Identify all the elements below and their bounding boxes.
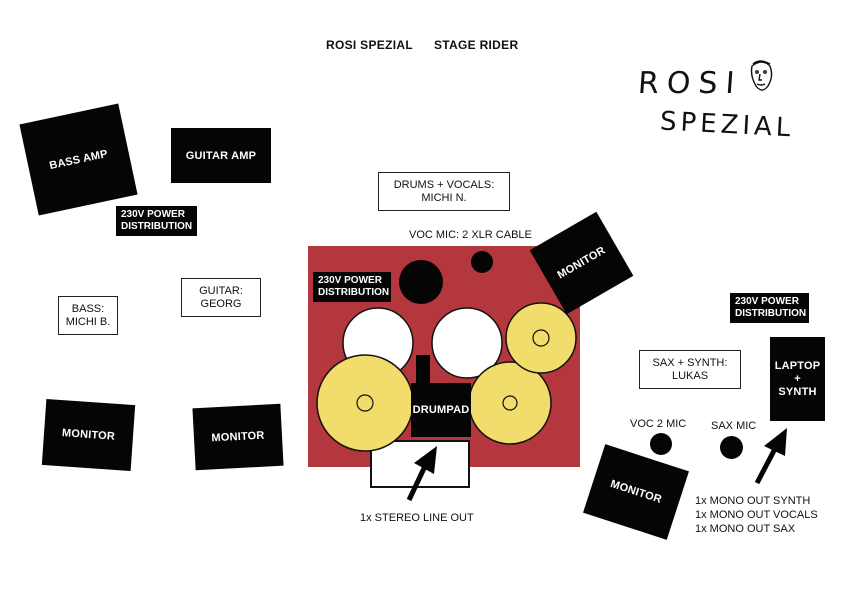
arrow-up-right-icon: [754, 428, 787, 485]
label-sax-role: SAX + SYNTH:: [652, 356, 728, 369]
power-center-line2: DISTRIBUTION: [318, 287, 390, 298]
power-distribution-center: 230V POWER DISTRIBUTION: [313, 272, 391, 302]
label-guitar: GUITAR: GEORG: [181, 278, 261, 317]
label-drums-role: DRUMS + VOCALS:: [393, 178, 495, 191]
laptop-label-line2: SYNTH: [778, 385, 817, 398]
label-drums: DRUMS + VOCALS: MICHI N.: [378, 172, 510, 211]
cymbal-top-right: [505, 302, 577, 374]
label-bass-name: MICHI B.: [65, 315, 111, 328]
label-guitar-name: GEORG: [200, 297, 242, 310]
monitor-bass: MONITOR: [41, 398, 136, 472]
label-guitar-role: GUITAR:: [199, 284, 243, 297]
sax-mic-label: SAX MIC: [711, 420, 757, 432]
cymbal-left: [316, 354, 414, 452]
monitor-guitar: MONITOR: [192, 403, 284, 471]
kick-drum-mic: [399, 260, 443, 304]
power-right-line2: DISTRIBUTION: [735, 308, 807, 319]
small-mic: [471, 251, 493, 273]
drumpad: DRUMPAD: [411, 383, 471, 437]
tom-right: [431, 307, 503, 379]
laptop-synth: LAPTOP + SYNTH: [770, 337, 825, 421]
laptop-label-line1: LAPTOP +: [774, 359, 821, 385]
cymbal-right: [468, 361, 552, 445]
voc2-mic-label: VOC 2 MIC: [630, 418, 687, 430]
cymbal-top-right-center: [532, 329, 550, 347]
label-bass: BASS: MICHI B.: [58, 296, 118, 335]
voc-mic-note: VOC MIC: 2 XLR CABLE: [409, 229, 532, 241]
label-bass-role: BASS:: [71, 302, 105, 315]
guitar-amp: GUITAR AMP: [171, 128, 271, 183]
outputs-line-1: 1x MONO OUT SYNTH: [695, 495, 811, 507]
cymbal-left-center: [356, 394, 374, 412]
arrow-up-right-icon: [406, 446, 437, 502]
doc-title: STAGE RIDER: [434, 38, 519, 52]
voc2-mic-dot: [650, 433, 672, 455]
power-center-line1: 230V POWER: [318, 275, 382, 286]
line-out-note: 1x STEREO LINE OUT: [360, 512, 474, 524]
drumpad-stand: [416, 355, 430, 385]
label-drums-name: MICHI N.: [421, 191, 467, 204]
cymbal-right-center: [502, 395, 518, 411]
power-right-line1: 230V POWER: [735, 296, 799, 307]
label-sax: SAX + SYNTH: LUKAS: [639, 350, 741, 389]
sax-mic-dot: [720, 436, 743, 459]
power-distribution-right: 230V POWER DISTRIBUTION: [730, 293, 809, 323]
power-left-line2: DISTRIBUTION: [121, 221, 193, 232]
power-distribution-left: 230V POWER DISTRIBUTION: [116, 206, 197, 236]
label-sax-name: LUKAS: [671, 369, 709, 382]
outputs-line-3: 1x MONO OUT SAX: [695, 523, 796, 535]
outputs-line-2: 1x MONO OUT VOCALS: [695, 509, 818, 521]
power-left-line1: 230V POWER: [121, 209, 185, 220]
band-name-title: ROSI SPEZIAL: [326, 38, 413, 52]
